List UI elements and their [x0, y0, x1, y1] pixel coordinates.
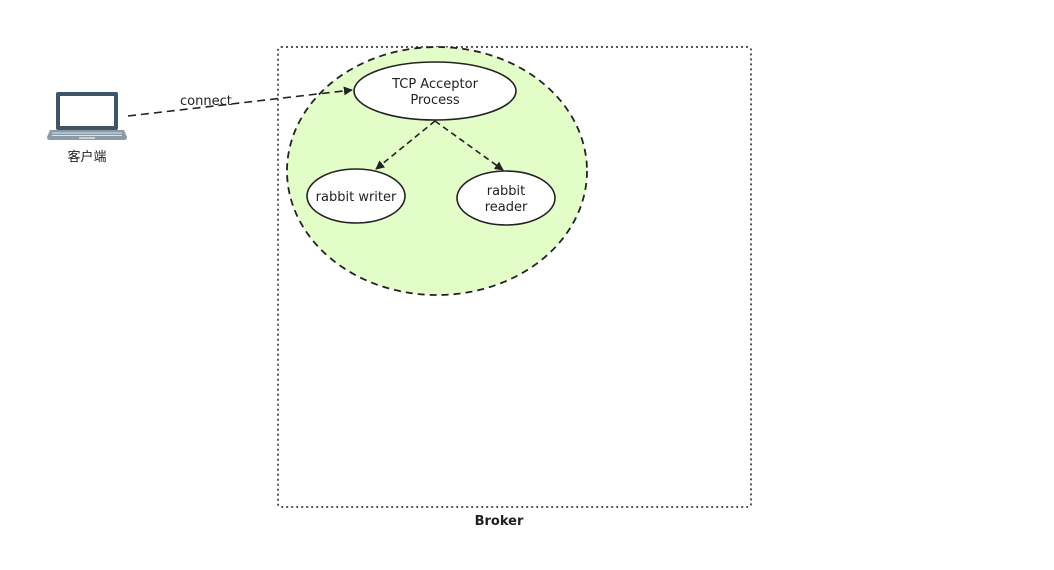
connect-arrow [127, 86, 353, 117]
rabbit-reader-label-line1: rabbit [487, 184, 526, 199]
process-group [286, 46, 588, 296]
client-label: 客户端 [67, 149, 106, 165]
laptop-icon[interactable] [47, 92, 127, 140]
broker-label: Broker [475, 514, 524, 529]
tcp-acceptor-node[interactable]: TCP Acceptor Process [353, 61, 517, 121]
tcp-acceptor-label-line2: Process [410, 93, 460, 108]
rabbit-reader-node[interactable]: rabbit reader [456, 170, 556, 226]
acceptor-to-reader-arrow [434, 120, 504, 171]
rabbit-writer-label: rabbit writer [316, 190, 397, 205]
rabbit-reader-label-line2: reader [485, 200, 528, 215]
acceptor-to-writer-arrow [375, 120, 436, 170]
connect-label: connect [180, 94, 232, 109]
rabbit-writer-node[interactable]: rabbit writer [306, 168, 406, 224]
tcp-acceptor-label-line1: TCP Acceptor [391, 77, 478, 92]
